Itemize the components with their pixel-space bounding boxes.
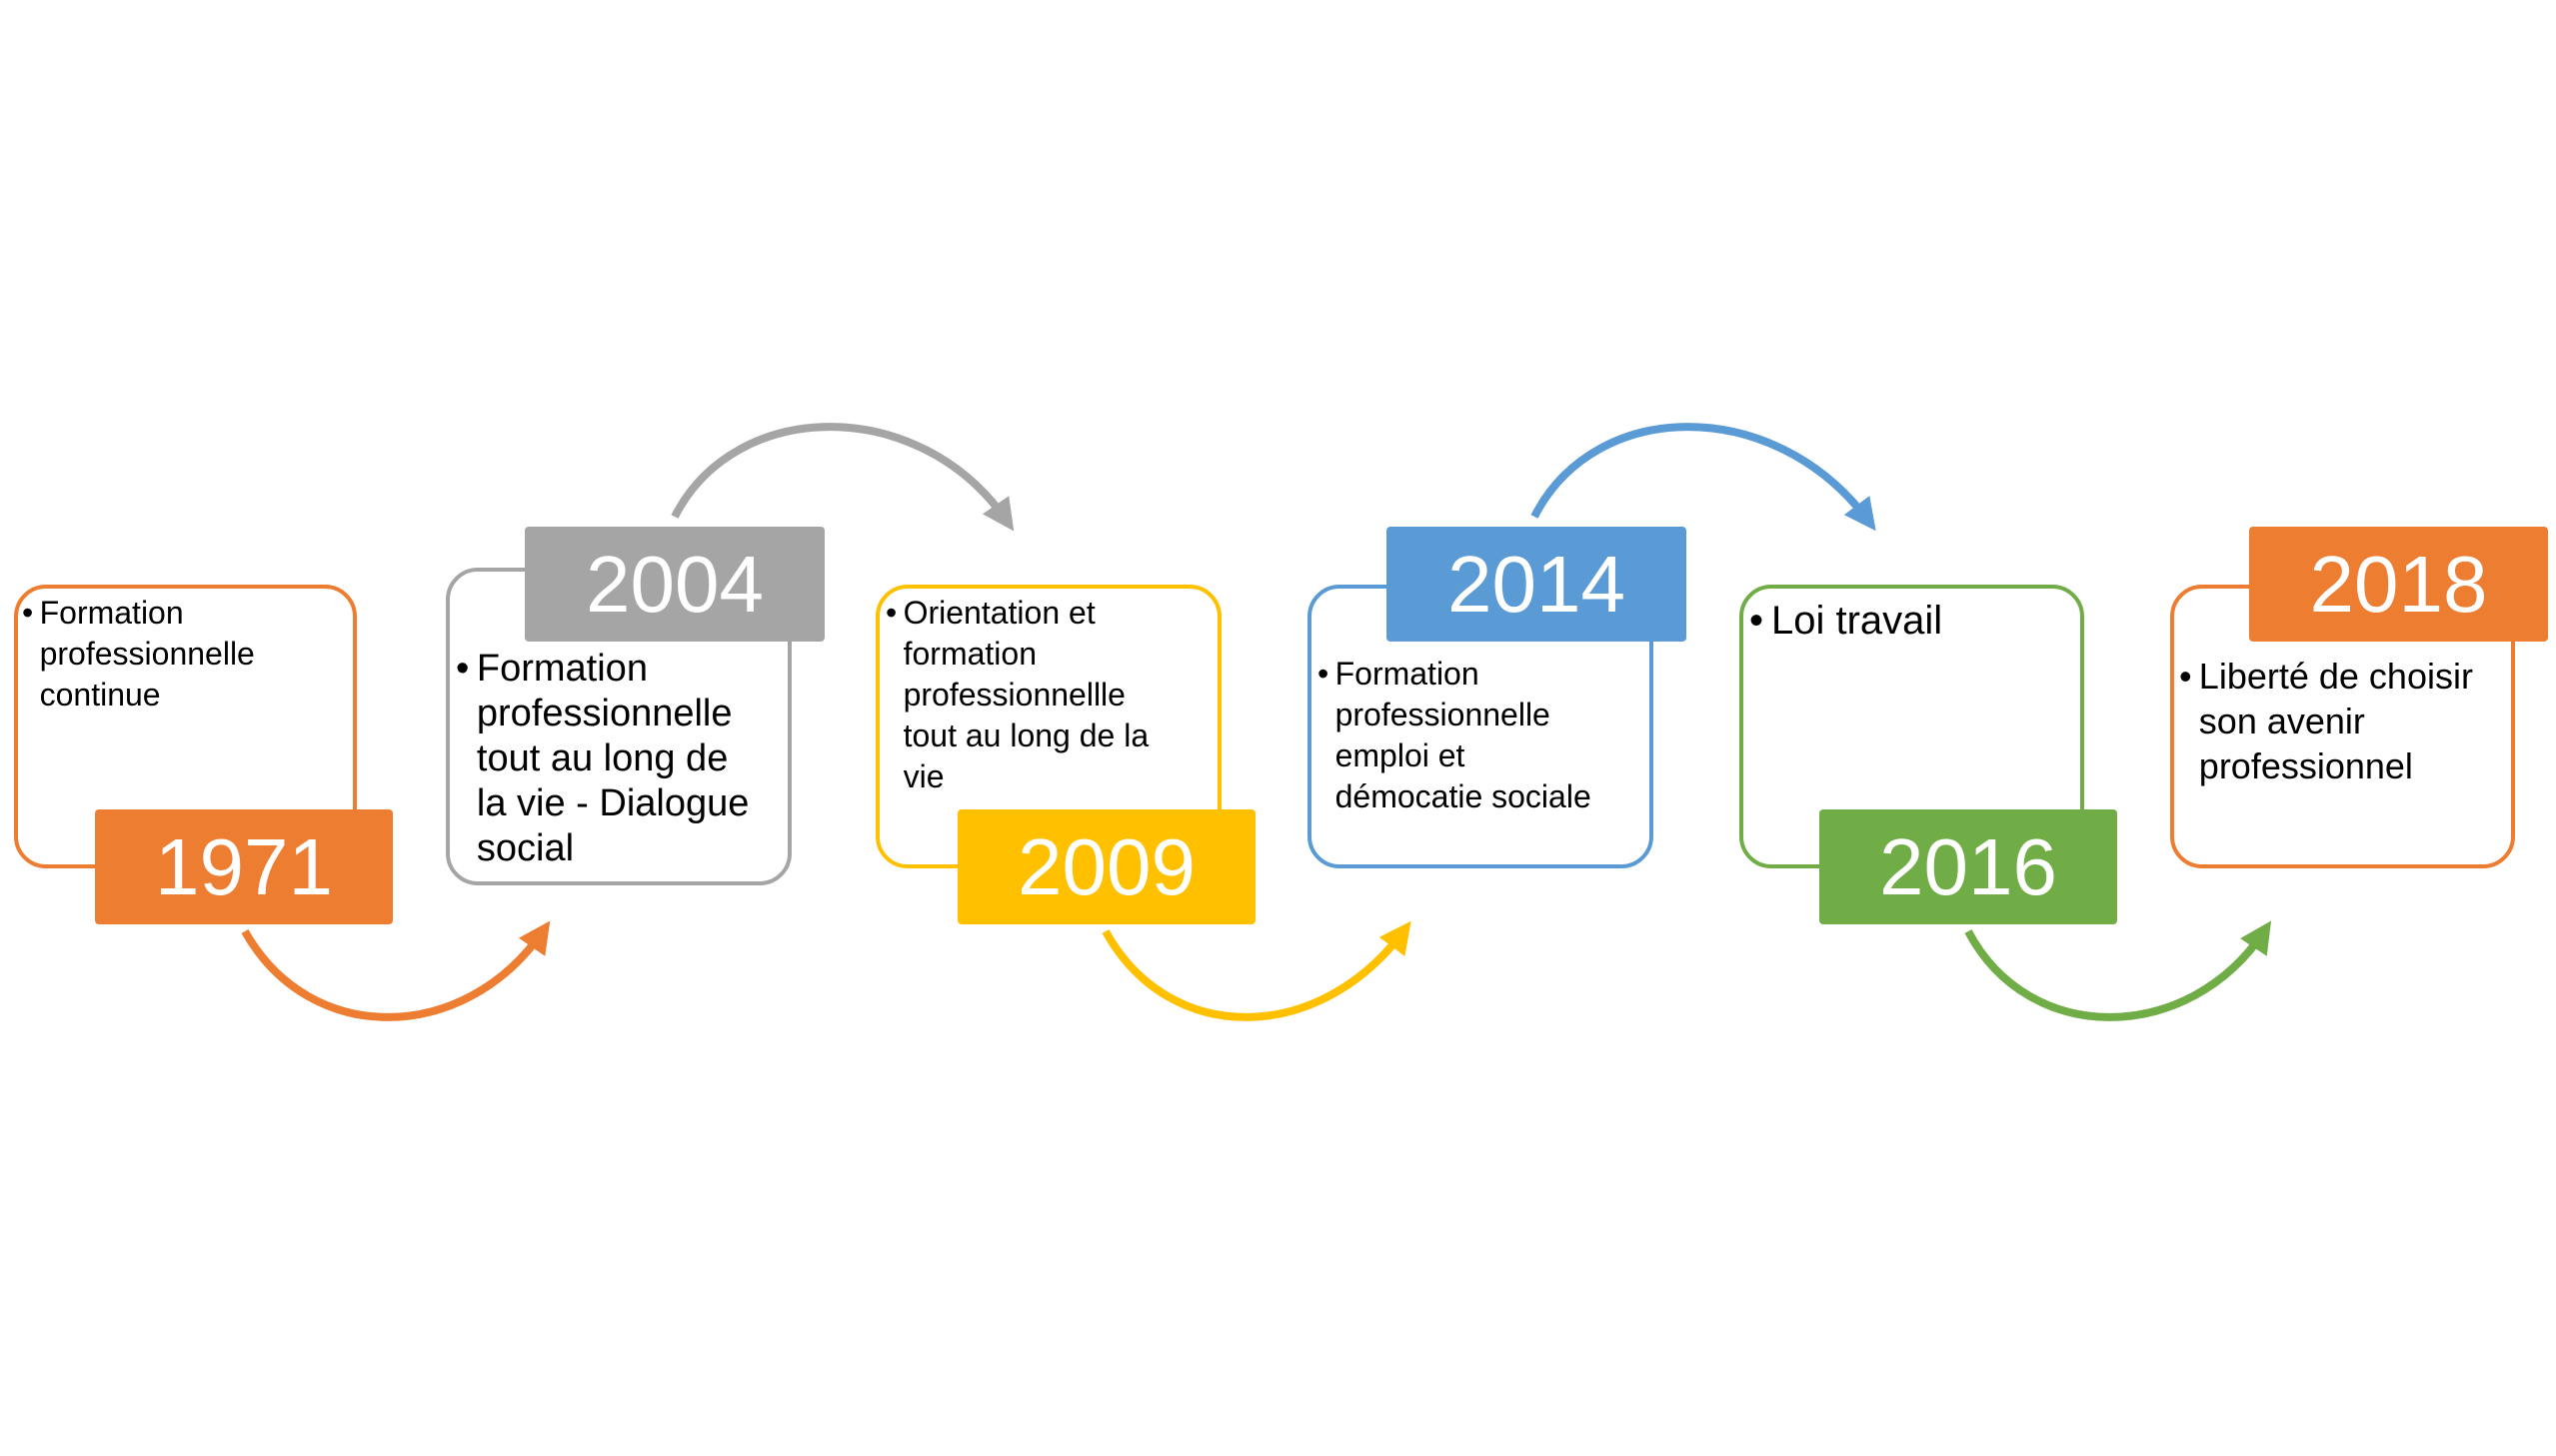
description-line: continue <box>22 675 255 716</box>
description-line: •Formation <box>456 647 749 692</box>
bullet-icon: • <box>1749 599 1764 643</box>
description-text: tout au long de la <box>903 718 1150 753</box>
year-box-2009: 2009 <box>958 809 1256 924</box>
description-line: démocatie sociale <box>1317 776 1591 817</box>
year-box-2004: 2004 <box>525 527 825 642</box>
description-text: professionnelle <box>1334 697 1550 732</box>
description-text: social <box>476 827 575 869</box>
description-text: Formation <box>476 648 648 690</box>
description-text: professionnelle <box>476 693 733 734</box>
year-box-2018: 2018 <box>2249 527 2548 642</box>
description-line: vie <box>886 756 1149 797</box>
description-text: Loi travail <box>1771 599 1943 643</box>
description-line: •Liberté de choisir <box>2179 654 2473 699</box>
year-box-1971: 1971 <box>95 809 393 924</box>
description-line: tout au long de la <box>886 716 1150 756</box>
arrow-2009-to-2014 <box>1102 920 1411 1021</box>
description-text: Liberté de choisir <box>2198 656 2473 697</box>
arrow-2016-to-2018 <box>1964 920 2272 1021</box>
description-line: emploi et <box>1317 735 1591 776</box>
description-line: •Loi travail <box>1749 597 1942 645</box>
year-box-2016: 2016 <box>1819 809 2117 924</box>
bullet-icon: • <box>22 595 34 631</box>
arrow-2014-to-2016 <box>1530 423 1876 532</box>
description-line: •Formation <box>1317 654 1591 695</box>
description-text: formation <box>903 636 1037 672</box>
description-2016: •Loi travail <box>1749 597 1942 645</box>
description-line: professionnellle <box>886 675 1149 716</box>
bullet-icon: • <box>456 648 470 690</box>
description-text: continue <box>39 677 161 713</box>
description-text: professionnellle <box>903 677 1126 713</box>
description-text: Orientation et <box>903 595 1096 631</box>
year-box-2014: 2014 <box>1386 527 1686 642</box>
description-text: professionnel <box>2198 745 2413 786</box>
description-text: tout au long de <box>476 737 729 779</box>
description-line: professionnelle <box>22 634 255 675</box>
description-text: démocatie sociale <box>1334 778 1591 814</box>
description-line: son avenir <box>2179 699 2473 743</box>
description-line: la vie - Dialogue <box>456 781 749 826</box>
description-line: professionnelle <box>1317 695 1591 735</box>
description-text: son avenir <box>2198 701 2365 741</box>
description-line: social <box>456 826 749 871</box>
description-line: •Formation <box>22 593 255 634</box>
arrow-2004-to-2009 <box>671 423 1015 532</box>
description-text: vie <box>903 758 945 794</box>
description-line: •Orientation et <box>886 593 1149 634</box>
bullet-icon: • <box>1317 656 1329 692</box>
description-text: emploi et <box>1334 737 1465 773</box>
bullet-icon: • <box>886 595 898 631</box>
bullet-icon: • <box>2179 656 2192 697</box>
description-line: professionnel <box>2179 743 2473 788</box>
description-line: professionnelle <box>456 692 749 736</box>
description-text: professionnelle <box>39 636 255 672</box>
description-line: tout au long de <box>456 736 749 781</box>
description-text: la vie - Dialogue <box>476 782 750 824</box>
description-text: Formation <box>1334 656 1479 692</box>
description-text: Formation <box>39 595 184 631</box>
description-line: formation <box>886 634 1149 675</box>
arrow-1971-to-2004 <box>241 920 551 1021</box>
